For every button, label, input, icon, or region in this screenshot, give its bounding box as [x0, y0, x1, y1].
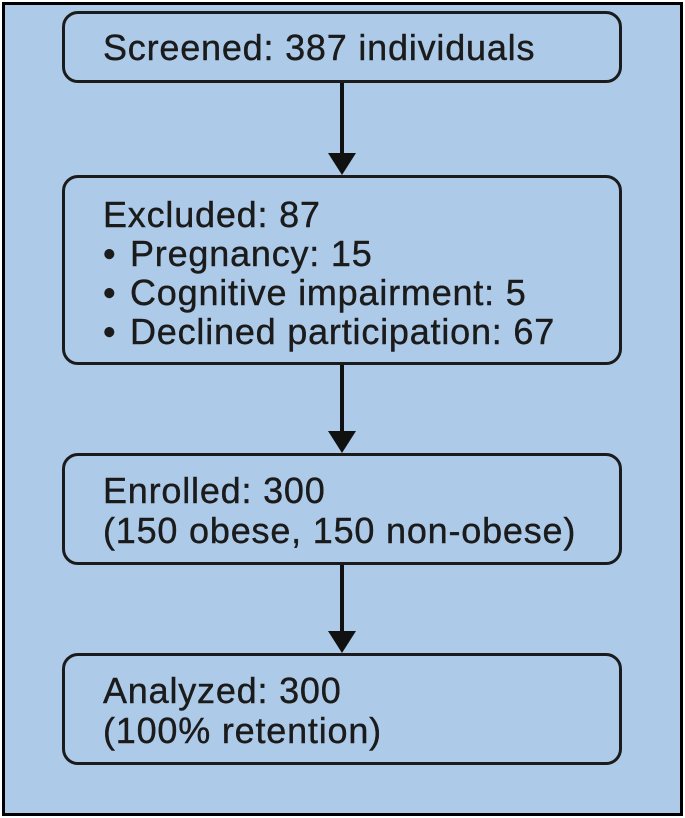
analyzed-line-2: (100% retention)	[103, 710, 382, 751]
excluded-bullet-declined: • Declined participation: 67	[103, 312, 601, 351]
analyzed-line-1: Analyzed: 300	[103, 670, 342, 711]
bullet-icon: •	[103, 272, 117, 313]
enrolled-line-1: Enrolled: 300	[103, 470, 326, 511]
bullet-text: Cognitive impairment: 5	[130, 272, 527, 313]
enrolled-line-2: (150 obese, 150 non-obese)	[103, 510, 577, 551]
excluded-title: Excluded: 87	[103, 194, 321, 235]
flow-box-analyzed: Analyzed: 300 (100% retention)	[62, 653, 622, 765]
flow-arrow-3	[328, 565, 356, 653]
flow-arrow-1	[328, 83, 356, 175]
arrow-shaft	[340, 83, 344, 155]
excluded-bullet-pregnancy: • Pregnancy: 15	[103, 234, 601, 273]
flow-box-enrolled: Enrolled: 300 (150 obese, 150 non-obese)	[62, 453, 622, 565]
flow-box-screened: Screened: 387 individuals	[62, 11, 622, 83]
screened-text: Screened: 387 individuals	[103, 26, 536, 68]
arrow-shaft	[340, 365, 344, 433]
arrow-shaft	[340, 565, 344, 633]
arrow-head-icon	[328, 153, 356, 175]
flow-arrow-2	[328, 365, 356, 453]
arrow-head-icon	[328, 631, 356, 653]
arrow-head-icon	[328, 431, 356, 453]
bullet-icon: •	[103, 233, 117, 274]
excluded-bullet-cognitive: • Cognitive impairment: 5	[103, 273, 601, 312]
flow-box-excluded: Excluded: 87 • Pregnancy: 15 • Cognitive…	[62, 175, 622, 365]
bullet-text: Pregnancy: 15	[130, 233, 373, 274]
bullet-icon: •	[103, 311, 117, 352]
bullet-text: Declined participation: 67	[130, 311, 556, 352]
